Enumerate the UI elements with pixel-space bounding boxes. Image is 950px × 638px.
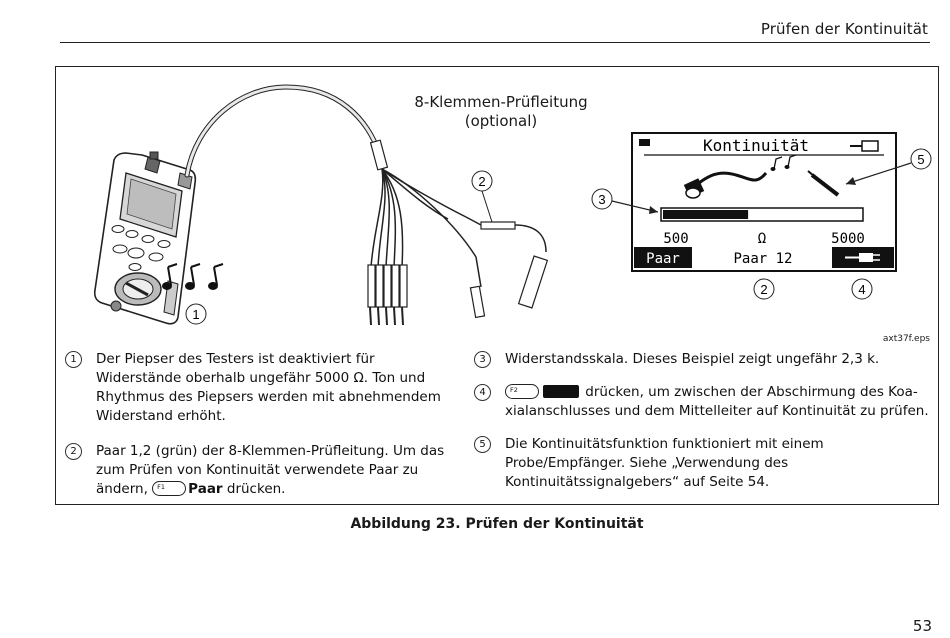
callout-2-line: Paar 1,2 (grün) der 8-Klemmen-Prüfleitun… xyxy=(96,443,445,459)
header-rule xyxy=(60,42,930,43)
resistance-scale-bar xyxy=(660,207,864,222)
callout-1-line: Der Piepser des Testers ist deaktiviert … xyxy=(96,351,375,367)
callout-2-number: 2 xyxy=(65,443,82,460)
callout-2-line: ändern, F1 Paar drücken. xyxy=(96,480,444,499)
callout-4-line: xialanschlusses und dem Mittelleiter auf… xyxy=(505,403,929,419)
f1-key-label: F1 xyxy=(157,483,166,491)
callout-1-number: 1 xyxy=(65,351,82,368)
callout-2-line: zum Prüfen von Kontinuität verwendete Pa… xyxy=(96,462,419,478)
callout-3-line: Widerstandsskala. Dieses Beispiel zeigt … xyxy=(505,351,880,367)
pair-label: Paar 12 xyxy=(733,251,792,267)
figure-caption: Abbildung 23. Prüfen der Kontinuität xyxy=(350,516,644,532)
marker-2-display: 2 xyxy=(753,278,775,300)
beep-notes-icon xyxy=(162,263,224,290)
figure-box: 1 2 Kontinuität xyxy=(55,66,939,505)
marker-1: 1 xyxy=(185,303,207,325)
tester-display: Kontinuität 500 Ω xyxy=(631,132,897,272)
callout-5-line: Probe/Empfänger. Siehe „Verwendung des xyxy=(505,455,789,471)
svg-text:4: 4 xyxy=(858,282,865,297)
callout-2-text: ändern, xyxy=(96,481,148,497)
probe-pictogram-icon xyxy=(683,154,840,199)
resistance-scale-fill xyxy=(663,210,749,219)
svg-text:2: 2 xyxy=(478,174,485,189)
callout-4-line: F2 drücken, um zwischen der Abschirmung … xyxy=(505,383,929,402)
callout-4-text: drücken, um zwischen der Abschirmung des… xyxy=(585,384,918,400)
tester-device xyxy=(93,151,197,325)
plug-icon xyxy=(850,140,879,152)
test-cable xyxy=(184,84,389,178)
scale-unit-label: Ω xyxy=(758,231,766,247)
callout-5-number: 5 xyxy=(474,436,491,453)
page-header-title: Prüfen der Kontinuität xyxy=(760,20,928,38)
marker-2-lead: 2 xyxy=(471,170,493,223)
artwork-id: axt37f.eps xyxy=(882,334,930,344)
callout-4-number: 4 xyxy=(474,384,491,401)
callout-1-line: Widerstände oberhalb ungefähr 5000 Ω. To… xyxy=(96,370,426,386)
marker-3: 3 xyxy=(591,188,659,214)
display-title: Kontinuität xyxy=(703,136,809,155)
figure-illustration: 1 2 Kontinuität xyxy=(93,84,932,326)
svg-text:5: 5 xyxy=(917,152,924,167)
softkey-f1-label: Paar xyxy=(646,251,680,267)
callout-5-line: Kontinuitätssignalgebers“ auf Seite 54. xyxy=(505,474,770,490)
svg-text:1: 1 xyxy=(192,307,199,322)
test-lead-title-line1: 8-Klemmen-Prüfleitung xyxy=(414,93,588,111)
svg-text:2: 2 xyxy=(760,282,767,297)
softkey-f1 xyxy=(634,247,692,268)
test-lead-title: 8-Klemmen-Prüfleitung (optional) xyxy=(371,93,631,131)
coax-key-icon xyxy=(543,385,579,398)
test-lead-title-line2: (optional) xyxy=(464,112,538,130)
eight-clamp-test-lead xyxy=(367,168,549,326)
callout-5-line: Die Kontinuitätsfunktion funktioniert mi… xyxy=(505,436,824,452)
coax-plug-icon xyxy=(845,253,880,262)
callout-3-number: 3 xyxy=(474,351,491,368)
f2-key-label: F2 xyxy=(510,386,518,394)
svg-text:3: 3 xyxy=(598,192,605,207)
callout-2-text: drücken. xyxy=(222,481,286,497)
page-number: 53 xyxy=(912,617,932,635)
scale-max-label: 5000 xyxy=(831,231,865,247)
marker-4: 4 xyxy=(851,278,873,300)
callout-1-line: Rhythmus des Piepsers werden mit abnehme… xyxy=(96,389,441,405)
callout-1-line: Widerstand erhöht. xyxy=(96,408,226,424)
f2-key-icon: F2 xyxy=(505,384,539,399)
scale-min-label: 500 xyxy=(663,231,688,247)
marker-5: 5 xyxy=(845,148,932,185)
f1-key-icon: F1 xyxy=(152,481,187,496)
callout-2-key-name: Paar xyxy=(188,481,223,497)
